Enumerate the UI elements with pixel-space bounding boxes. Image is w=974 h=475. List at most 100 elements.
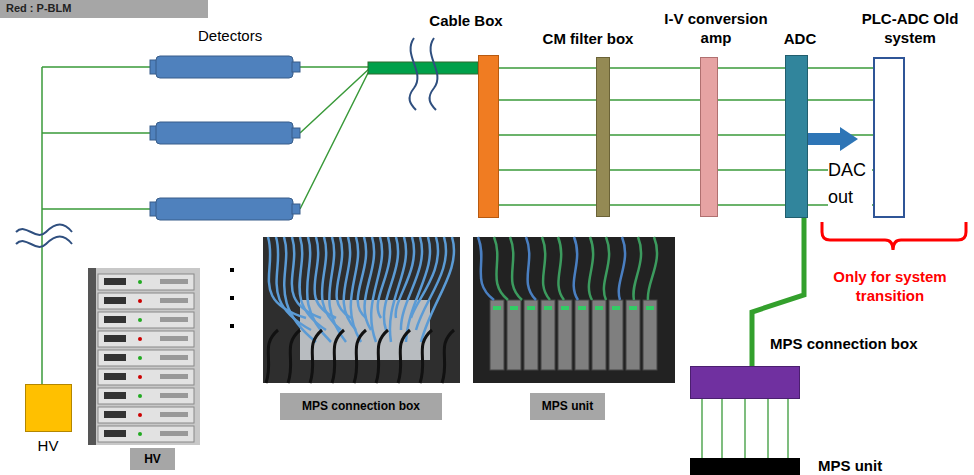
wire xyxy=(526,237,536,300)
break-wave xyxy=(410,38,418,110)
unit-display xyxy=(104,354,126,361)
amplifier-box: I-V conversion amp xyxy=(700,57,718,217)
signal-line xyxy=(718,134,785,135)
detector-cap xyxy=(292,62,300,72)
module-lamp xyxy=(629,306,637,310)
node-label: Cable Box xyxy=(411,12,521,31)
node-label: MPS connection box xyxy=(770,335,970,354)
detector-wire xyxy=(42,67,150,209)
rack-unit xyxy=(98,312,194,328)
group-label: Detectors xyxy=(198,27,298,46)
cable xyxy=(332,330,344,383)
module-lamp xyxy=(527,306,535,310)
cable xyxy=(398,330,410,383)
hv-photo xyxy=(88,268,200,445)
rack-unit xyxy=(98,350,194,366)
node-label: ADC xyxy=(770,30,830,49)
photo-ground xyxy=(473,237,675,383)
node-label: CM filter box xyxy=(528,30,648,49)
unit-knob xyxy=(160,431,188,436)
module xyxy=(575,300,589,370)
module xyxy=(490,300,504,370)
module-lamp xyxy=(578,306,586,310)
module-lamp xyxy=(612,306,620,310)
signal-line xyxy=(744,399,745,458)
unit-knob xyxy=(160,336,188,341)
wire xyxy=(365,237,375,330)
unit-display xyxy=(104,316,126,323)
signal-label: DAC out xyxy=(828,157,872,211)
cable-box: Cable Box xyxy=(478,55,499,218)
node-label: HV xyxy=(144,452,161,467)
signal-line xyxy=(718,169,785,170)
cable xyxy=(266,330,278,383)
unit-knob xyxy=(160,298,188,303)
detector-wiring xyxy=(42,62,478,384)
module-lamp xyxy=(595,306,603,310)
dac-arrow xyxy=(808,127,858,151)
unit-lamp xyxy=(138,394,142,398)
wire xyxy=(589,237,593,300)
detector-body xyxy=(156,198,293,220)
rack-unit xyxy=(98,369,194,385)
wire xyxy=(574,237,578,300)
signal-line xyxy=(718,67,785,68)
node-label: PLC-ADC Old system xyxy=(860,10,960,48)
module xyxy=(541,300,555,370)
node-label: MPS connection box xyxy=(302,399,420,414)
photo-caption: MPS unit xyxy=(530,393,605,420)
unit-display xyxy=(104,297,126,304)
hv-supply: HV xyxy=(25,384,72,432)
filter-box: CM filter box xyxy=(596,57,610,217)
detector-symbol xyxy=(150,56,300,220)
unit-knob xyxy=(160,279,188,284)
unit-display xyxy=(104,392,126,399)
unit-knob xyxy=(160,412,188,417)
break-symbol xyxy=(16,38,437,247)
unit-lamp xyxy=(138,280,142,284)
signal-line xyxy=(767,399,768,458)
break-wave xyxy=(16,225,72,235)
module xyxy=(524,300,538,370)
module-lamp xyxy=(646,306,654,310)
detector-cap xyxy=(292,128,300,138)
wire xyxy=(542,237,550,300)
photo-caption: HV xyxy=(130,448,175,470)
mps-unit-box: MPS unit xyxy=(690,458,800,475)
rack-unit xyxy=(98,293,194,309)
ellipsis-dots xyxy=(230,268,234,328)
signal-line xyxy=(610,134,700,135)
node-label: MPS unit xyxy=(818,457,938,475)
wire xyxy=(558,237,564,300)
unit-lamp xyxy=(138,299,142,303)
connection-box: MPS connection box xyxy=(690,366,800,399)
node-label: HV xyxy=(23,437,73,456)
signal-line xyxy=(499,204,596,205)
adc-box: ADC xyxy=(785,55,808,218)
unit-lamp xyxy=(138,432,142,436)
cable xyxy=(354,330,366,383)
unit-knob xyxy=(160,374,188,379)
unit-display xyxy=(104,335,126,342)
cable xyxy=(376,330,388,383)
unit-lamp xyxy=(138,375,142,379)
unit-knob xyxy=(160,393,188,398)
detector-wire xyxy=(300,67,370,209)
cable xyxy=(442,330,454,383)
signal-line xyxy=(499,134,596,135)
unit-display xyxy=(104,430,126,437)
wire xyxy=(648,237,657,300)
signal-line xyxy=(718,204,785,205)
photo-ground xyxy=(88,268,200,445)
break-wave xyxy=(430,38,438,110)
module-lamp xyxy=(561,306,569,310)
wire xyxy=(510,237,522,300)
signal-line xyxy=(787,399,788,458)
rack-unit xyxy=(98,426,194,442)
tag-box: Red : P-BLM xyxy=(0,0,208,18)
rack-unit xyxy=(98,274,194,290)
module xyxy=(643,300,657,370)
unit-lamp xyxy=(138,413,142,417)
signal-line xyxy=(610,67,700,68)
rack-side xyxy=(88,268,96,445)
